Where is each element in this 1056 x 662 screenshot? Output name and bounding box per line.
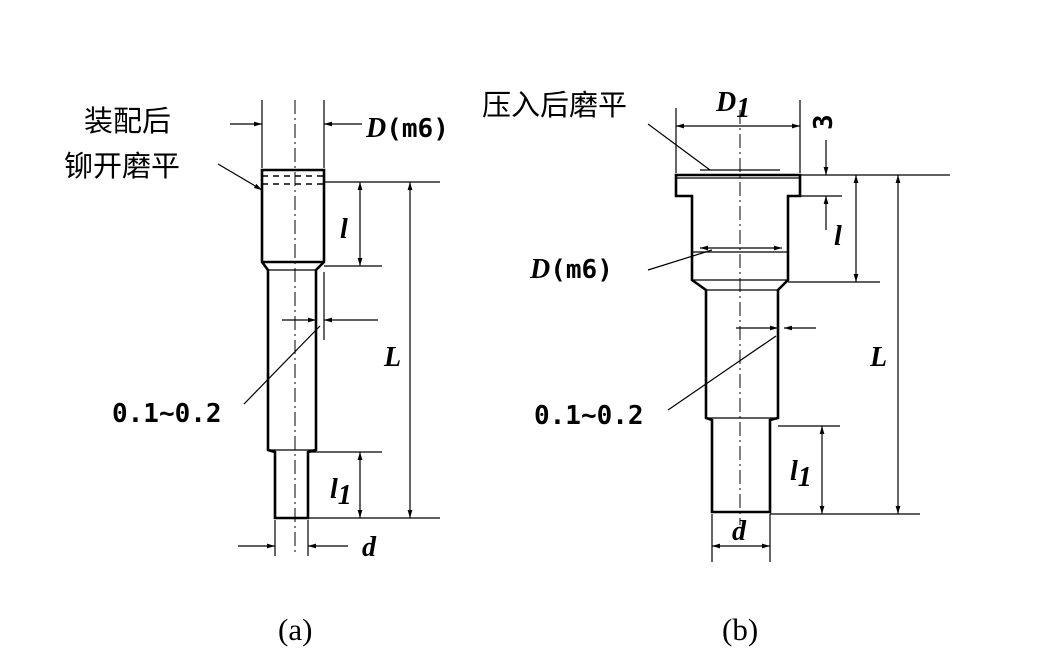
- clearance-label-a: 0.1~0.2: [112, 399, 222, 429]
- dim-L-label-b: L: [869, 342, 887, 373]
- note-b: 压入后磨平: [482, 88, 627, 122]
- caption-a: (a): [278, 612, 312, 647]
- dim-d-b: [711, 514, 771, 562]
- leader-D-b: [647, 249, 713, 271]
- dim-l-label-b: l: [834, 221, 842, 252]
- dim-d-a: [238, 520, 348, 556]
- dim-l1-label-b: l1: [790, 456, 812, 493]
- dim-D1-label-b: D1: [715, 87, 750, 124]
- leader-note-a: [217, 163, 263, 191]
- dim-d-label-b: d: [732, 516, 747, 547]
- dim-l-label-a: l: [340, 214, 348, 245]
- dim-d-label-a: d: [362, 532, 377, 563]
- dim-D-label-b: D(m6): [529, 254, 613, 285]
- dim-3-label-b: 3: [809, 114, 839, 130]
- dim-3-b: [800, 140, 950, 230]
- figure-a: D(m6) 装配后 铆开磨平 l L l1 0.1~0.2: [64, 100, 449, 647]
- punch-b-outline: [674, 173, 802, 514]
- note-a-line1: 装配后: [84, 104, 171, 138]
- dim-L-label-a: L: [383, 342, 401, 373]
- caption-b: (b): [722, 612, 758, 647]
- dim-D-a: [230, 100, 362, 168]
- dim-D1-b: [675, 100, 801, 173]
- dim-clearance-a: [243, 272, 378, 405]
- figure-b: D1 压入后磨平 3 l L l1 D(m6): [482, 87, 950, 647]
- dim-l1-label-a: l1: [330, 474, 352, 511]
- dim-D-label-a: D(m6): [365, 113, 449, 144]
- dim-clearance-b: [667, 292, 816, 411]
- leader-note-b: [647, 123, 711, 171]
- clearance-label-b: 0.1~0.2: [534, 401, 644, 431]
- note-a-line2: 铆开磨平: [64, 149, 180, 183]
- punch-a-outline: [260, 168, 326, 520]
